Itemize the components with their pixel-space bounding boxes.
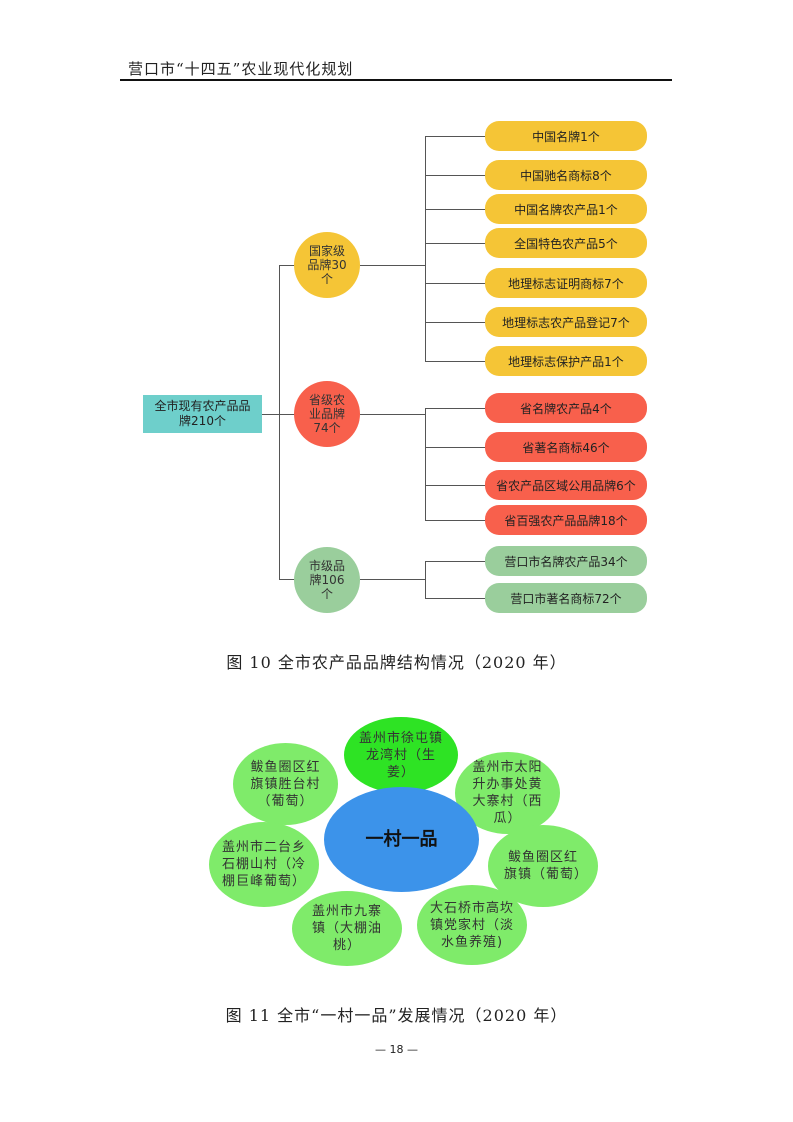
figure-10-caption: 图 10 全市农产品品牌结构情况（2020 年） — [226, 653, 567, 672]
petal-node: 大石桥市高坎镇党家村（淡水鱼养殖) — [417, 885, 527, 965]
leaf-node-national: 全国特色农产品5个 — [485, 228, 647, 258]
connector-national-out — [360, 265, 425, 266]
connector-trunk-city — [279, 579, 295, 580]
connector-leaf — [425, 136, 485, 137]
connector-provincial-vertical — [425, 408, 426, 520]
connector-leaf — [425, 485, 485, 486]
leaf-node-national: 中国名牌1个 — [485, 121, 647, 151]
connector-national-vertical — [425, 136, 426, 361]
center-node-one-village-one-product: 一村一品 — [324, 787, 479, 892]
leaf-node-provincial: 省农产品区域公用品牌6个 — [485, 470, 647, 500]
figure-11-caption: 图 11 全市“一村一品”发展情况（2020 年） — [225, 1006, 568, 1025]
petal-node-top: 盖州市徐屯镇龙湾村（生姜） — [344, 717, 458, 793]
connector-leaf — [425, 322, 485, 323]
leaf-node-national: 地理标志证明商标7个 — [485, 268, 647, 298]
connector-trunk-vertical — [279, 265, 280, 580]
leaf-node-city: 营口市著名商标72个 — [485, 583, 647, 613]
connector-leaf — [425, 520, 485, 521]
connector-leaf — [425, 561, 485, 562]
root-node-total-brands: 全市现有农产品品牌210个 — [143, 395, 262, 433]
connector-leaf — [425, 408, 485, 409]
connector-leaf — [425, 243, 485, 244]
document-header-title: 营口市“十四五”农业现代化规划 — [128, 60, 354, 78]
leaf-node-national: 中国驰名商标8个 — [485, 160, 647, 190]
connector-city-vertical — [425, 561, 426, 598]
connector-leaf — [425, 209, 485, 210]
connector-leaf — [425, 598, 485, 599]
petal-node: 鲅鱼圈区红旗镇胜台村（葡萄） — [233, 743, 338, 825]
connector-leaf — [425, 175, 485, 176]
leaf-node-national: 中国名牌农产品1个 — [485, 194, 647, 224]
connector-root-trunk — [262, 414, 279, 415]
page-number: — 18 — — [375, 1043, 418, 1056]
group-node-provincial: 省级农业品牌74个 — [294, 381, 360, 447]
leaf-node-national: 地理标志保护产品1个 — [485, 346, 647, 376]
connector-provincial-out — [360, 414, 425, 415]
header-rule — [120, 79, 672, 81]
petal-node: 盖州市九寨镇（大棚油桃） — [292, 891, 402, 966]
leaf-node-provincial: 省名牌农产品4个 — [485, 393, 647, 423]
group-node-city: 市级品牌106个 — [294, 547, 360, 613]
group-node-national: 国家级品牌30个 — [294, 232, 360, 298]
leaf-node-provincial: 省百强农产品品牌18个 — [485, 505, 647, 535]
connector-leaf — [425, 447, 485, 448]
leaf-node-provincial: 省著名商标46个 — [485, 432, 647, 462]
connector-trunk-provincial — [279, 414, 295, 415]
leaf-node-city: 营口市名牌农产品34个 — [485, 546, 647, 576]
petal-node: 盖州市太阳升办事处黄大寨村（西瓜） — [455, 752, 560, 834]
connector-city-out — [360, 579, 425, 580]
connector-trunk-national — [279, 265, 295, 266]
petal-node: 盖州市二台乡石棚山村（冷棚巨峰葡萄） — [209, 822, 319, 907]
connector-leaf — [425, 283, 485, 284]
connector-leaf — [425, 361, 485, 362]
leaf-node-national: 地理标志农产品登记7个 — [485, 307, 647, 337]
